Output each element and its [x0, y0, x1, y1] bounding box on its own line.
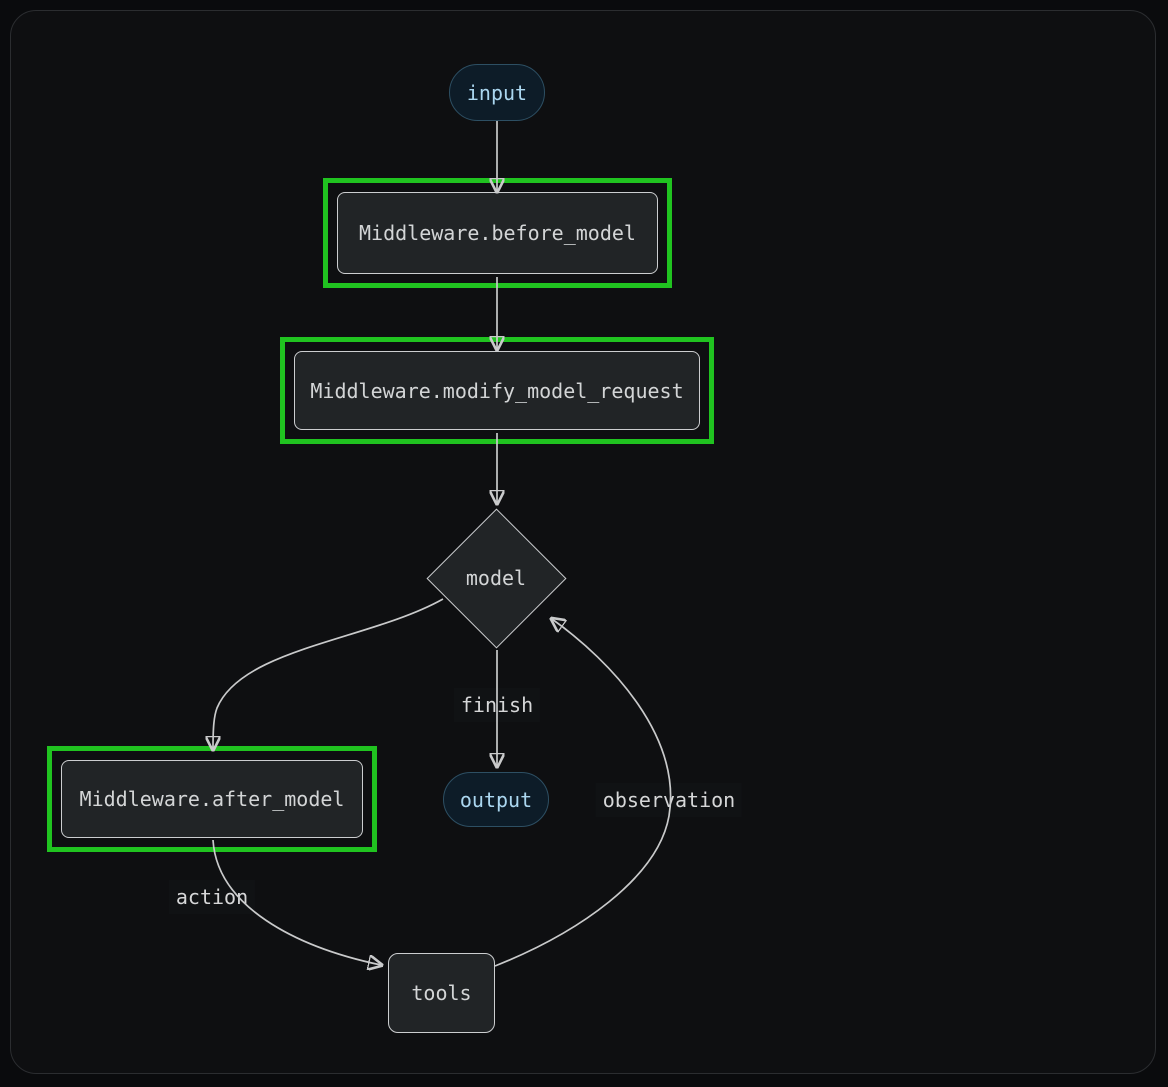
node-model-label: model [465, 566, 527, 590]
node-modify-model-request-label: Middleware.modify_model_request [310, 378, 684, 403]
highlight-after-model: Middleware.after_model [47, 746, 377, 852]
node-tools: tools [388, 953, 495, 1033]
node-output-label: output [459, 787, 533, 812]
node-after-model-label: Middleware.after_model [79, 787, 345, 811]
highlight-modify-model-request: Middleware.modify_model_request [280, 337, 714, 444]
node-input-label: input [466, 80, 528, 105]
node-before-model-label: Middleware.before_model [359, 221, 636, 245]
node-after-model: Middleware.after_model [61, 760, 363, 838]
edge-label-observation: observation [595, 783, 743, 817]
node-output: output [443, 772, 549, 827]
edge-label-action: action [168, 880, 256, 914]
node-model: model [425, 507, 567, 649]
highlight-before-model: Middleware.before_model [323, 178, 672, 288]
node-before-model: Middleware.before_model [337, 192, 658, 274]
node-tools-label: tools [411, 981, 472, 1005]
node-input: input [449, 64, 545, 121]
edge-label-finish: finish [453, 688, 541, 722]
node-modify-model-request: Middleware.modify_model_request [294, 351, 700, 430]
canvas-border [10, 10, 1156, 1074]
